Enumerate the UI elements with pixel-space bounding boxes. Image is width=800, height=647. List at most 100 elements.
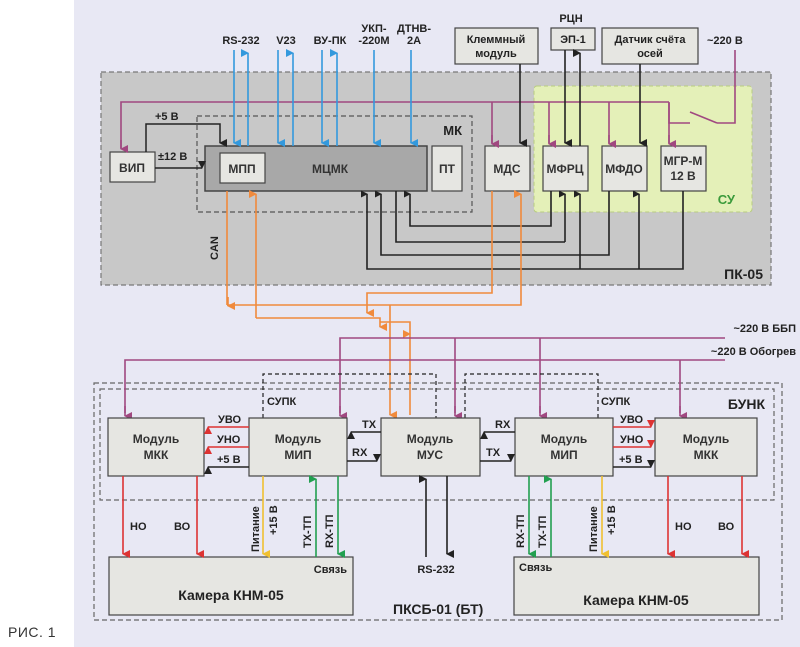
can-label: CAN (209, 236, 221, 260)
tx-tp-label-left: TX-ТП (302, 516, 314, 548)
interface-dtnv-2: 2А (407, 35, 421, 47)
bbp-feed-label: ~220 В ББП (733, 323, 796, 335)
rx-label-right: RX (495, 419, 511, 431)
no-label-right: НО (675, 521, 692, 533)
mkk-right-label-2: МКК (694, 448, 719, 462)
mpp-label: МПП (228, 162, 255, 176)
interface-rs232: RS-232 (222, 35, 259, 47)
mfdo-block[interactable] (601, 145, 648, 192)
mains-220-label: ~220 В (707, 35, 743, 47)
mds-label: МДС (493, 162, 521, 176)
power-label-left-1: Питание (250, 506, 262, 552)
mgr-label-2: 12 В (670, 169, 696, 183)
supk-lines (262, 373, 599, 418)
mfdo-label: МФДО (605, 162, 643, 176)
terminal-module-block[interactable] (454, 27, 539, 65)
rx-label-left: RX (352, 447, 368, 459)
interface-ukp-1: УКП- (361, 23, 386, 35)
mkk-left-label-1: Модуль (133, 432, 179, 446)
mcmk-label: МЦМК (312, 162, 349, 176)
mgr-label-1: МГР-М (664, 154, 703, 168)
heating-feed-label: ~220 В Обогрев (711, 346, 796, 358)
vip-label: ВИП (119, 161, 145, 175)
plus5-label-right: +5 В (619, 454, 643, 466)
tx-label-right: TX (486, 447, 501, 459)
mip-left-label-2: МИП (284, 448, 311, 462)
uvo-label-left: УВО (218, 414, 242, 426)
mkk-right-label-1: Модуль (683, 432, 729, 446)
mip-left-block[interactable] (248, 417, 348, 477)
uvo-label-right: УВО (620, 414, 644, 426)
interface-vu-pk: ВУ-ПК (314, 35, 347, 47)
mip-camera-left-links (262, 475, 345, 558)
mus-label-1: Модуль (407, 432, 453, 446)
camera-right-label: Камера КНМ-05 (583, 592, 689, 608)
rs232-bottom-links (419, 475, 454, 558)
pt-label: ПТ (439, 162, 456, 176)
mip-right-label-2: МИП (550, 448, 577, 462)
terminal-module-label-2: модуль (475, 48, 517, 60)
camera-right-block[interactable] (513, 556, 760, 616)
rcn-label: РЦН (559, 13, 582, 25)
mus-block[interactable] (380, 417, 481, 477)
camera-left-block[interactable] (108, 556, 354, 616)
uno-label-right: УНО (620, 434, 644, 446)
mkk-left-label-2: МКК (144, 448, 169, 462)
rs232-bottom-label: RS-232 (417, 564, 454, 576)
power-label-right-1: Питание (588, 506, 600, 552)
mkk-camera-left-links (122, 476, 204, 558)
plus5-line (145, 123, 227, 152)
mgr-block[interactable] (660, 145, 707, 192)
mkk-left-block[interactable] (107, 417, 205, 477)
uno-label-left: УНО (217, 434, 241, 446)
pksb-container (93, 382, 783, 621)
axle-counter-label-2: осей (637, 48, 663, 60)
mk-title: МК (443, 123, 462, 138)
power-label-right-2: +15 В (606, 505, 618, 535)
no-label-left: НО (130, 521, 147, 533)
interface-dtnv-1: ДТНВ- (397, 23, 431, 35)
interface-lines (233, 49, 418, 147)
pksb-title: ПКСБ-01 (БТ) (393, 601, 483, 617)
link-label-right: Связь (519, 562, 552, 574)
pt-block[interactable] (431, 145, 463, 192)
mpp-block[interactable] (219, 152, 266, 184)
vo-label-left: ВО (174, 521, 191, 533)
mip-camera-right-links (528, 475, 609, 558)
plus5-label: +5 В (155, 111, 179, 123)
rx-tp-label-left: RX-ТП (324, 514, 336, 548)
rx-tp-label-right: RX-ТП (515, 514, 527, 548)
mus-label-2: МУС (417, 448, 443, 462)
vo-label-right: ВО (718, 521, 735, 533)
bunk-container (99, 388, 775, 501)
mus-mip-right-links (480, 431, 515, 462)
mip-mkk-right-links (613, 420, 655, 468)
su-title: СУ (718, 192, 736, 207)
link-label-left: Связь (314, 564, 347, 576)
mds-block[interactable] (484, 145, 531, 192)
mip-mkk-left-links (204, 426, 249, 474)
axle-counter-block[interactable] (601, 27, 699, 65)
mip-right-block[interactable] (514, 417, 614, 477)
power-label-left-2: +15 В (268, 505, 280, 535)
supk-label-right: СУПК (601, 396, 631, 408)
vip-block[interactable] (109, 151, 156, 183)
ep1-label: ЭП-1 (560, 34, 586, 46)
plus12-label: ±12 В (158, 151, 187, 163)
mk-container (196, 115, 473, 213)
pk05-title-text: ПК-05 (724, 266, 763, 282)
mkk-right-block[interactable] (654, 417, 758, 477)
tx-tp-label-right: TX-ТП (537, 516, 549, 548)
interface-ukp-2: -220М (358, 35, 389, 47)
power-feed-arrows (124, 406, 687, 420)
camera-left-label: Камера КНМ-05 (178, 587, 284, 603)
mip-mus-left-links (347, 431, 381, 462)
plus5-label-left: +5 В (217, 454, 241, 466)
mkk-camera-right-links (667, 476, 749, 558)
tx-label-left: TX (362, 419, 377, 431)
figure-caption: РИС. 1 (8, 624, 57, 640)
pk05-power-arrows (120, 135, 676, 153)
mfrc-block[interactable] (542, 145, 589, 192)
mfrc-label: МФРЦ (546, 162, 583, 176)
